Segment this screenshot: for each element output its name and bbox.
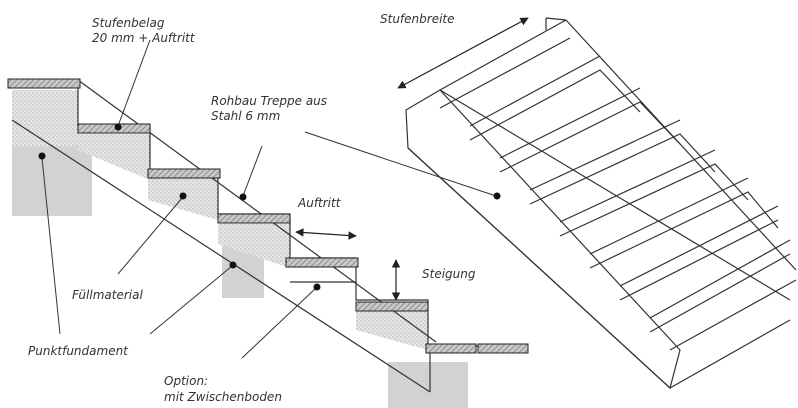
leader-lines — [41, 39, 497, 359]
fill-block-2 — [78, 134, 150, 180]
label-punktfundament: Punktfundament — [28, 344, 128, 358]
stringer-lower-edge — [11, 119, 431, 393]
leader-stufenbelag — [117, 39, 151, 127]
leader-fuellmaterial — [117, 197, 183, 275]
label-option-2: mit Zwischenboden — [164, 390, 282, 404]
stringer-3d-left — [405, 89, 681, 390]
label-stufenbelag-2: 20 mm + Auftritt — [92, 31, 195, 45]
point-foundation-3 — [388, 362, 468, 408]
tread-cover-1 — [77, 123, 151, 134]
leader-punktfundament-2 — [149, 265, 233, 335]
leader-rohbau-left — [242, 145, 263, 197]
label-steigung: Steigung — [422, 267, 476, 281]
tread-cover-6b — [477, 343, 529, 354]
stufenbreite-dimension-arrow — [397, 17, 529, 89]
leader-rohbau — [304, 131, 497, 197]
label-stufenbelag-1: Stufenbelag — [92, 16, 165, 30]
label-option-1: Option: — [164, 374, 209, 388]
label-rohbau-1: Rohbau Treppe aus — [211, 94, 328, 108]
point-foundation-1 — [12, 142, 92, 216]
tread-cover-2 — [147, 168, 221, 179]
leader-punktfundament-1 — [41, 157, 61, 335]
tread-cover-5 — [355, 301, 429, 312]
label-fuellmaterial: Füllmaterial — [72, 288, 143, 302]
auftritt-dimension-arrow — [295, 228, 357, 240]
label-rohbau-2: Stahl 6 mm — [211, 109, 281, 123]
label-stufenbreite: Stufenbreite — [380, 12, 455, 26]
fill-block-4 — [218, 224, 290, 268]
tread-cover-6a — [425, 343, 477, 354]
label-auftritt: Auftritt — [298, 196, 341, 210]
tread-cover-0 — [7, 78, 81, 89]
tread-cover-4 — [285, 257, 359, 268]
leader-option — [241, 287, 317, 359]
fill-block-1 — [12, 90, 78, 146]
leader-dots — [38, 123, 501, 291]
tread-cover-3 — [217, 213, 291, 224]
stair-3d-view — [397, 17, 797, 390]
fill-block-5 — [356, 310, 428, 350]
